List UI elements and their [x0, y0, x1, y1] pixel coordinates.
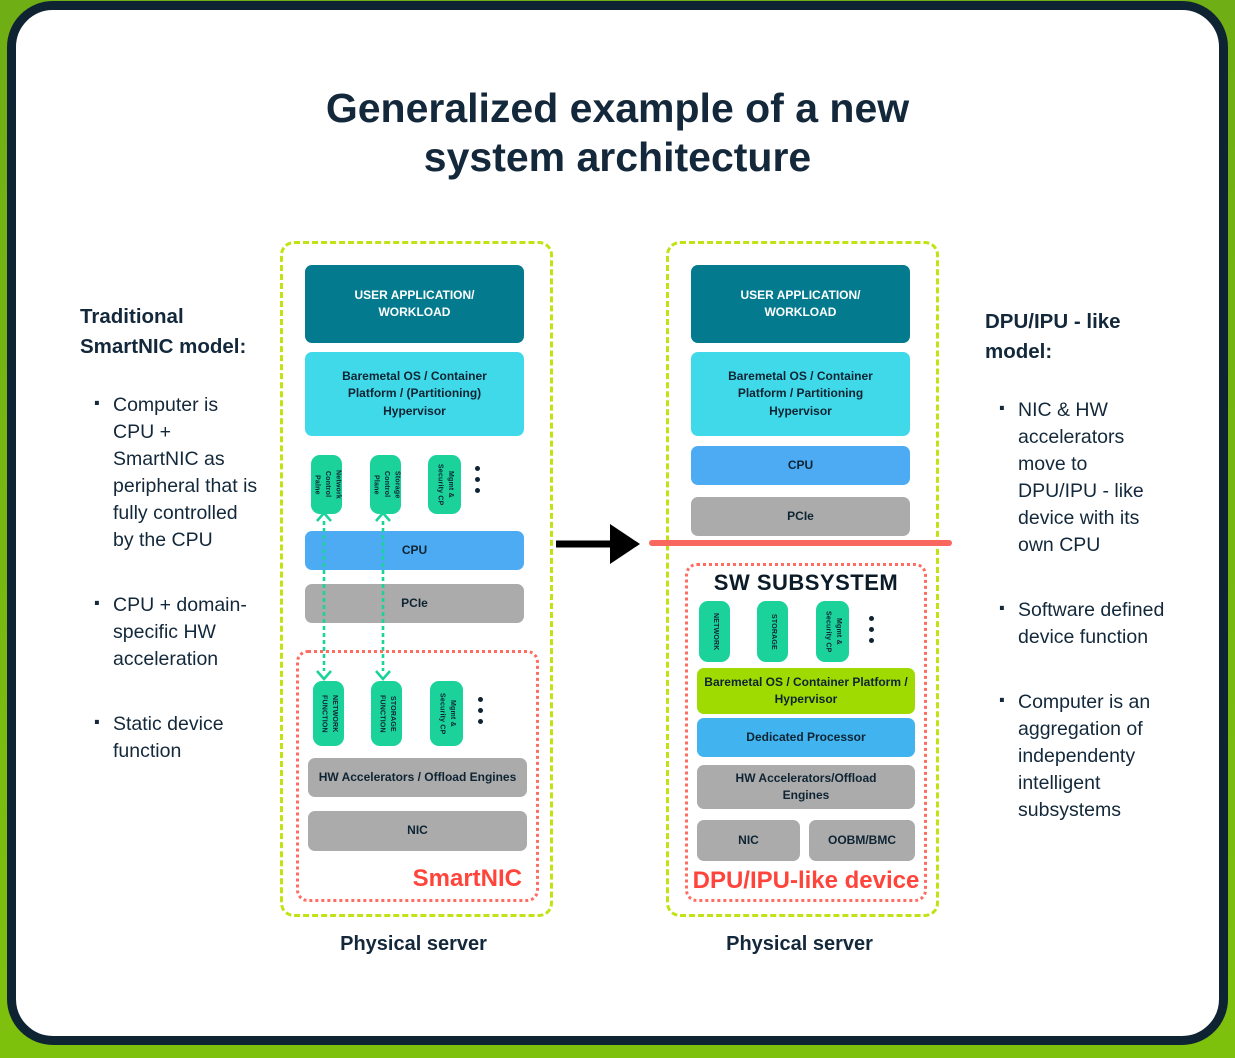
- storage-control-plane-label: Storage Control Plane: [372, 470, 401, 499]
- sw-subsystem-region: SW SUBSYSTEM NETWORK STORAGE Mgmt & Secu…: [685, 563, 927, 902]
- pcie-box: PCIe: [691, 497, 910, 536]
- dpu-region-label: DPU/IPU-like device: [692, 867, 920, 894]
- left-note-bullet-2: CPU + domain-specific HW acceleration: [93, 589, 258, 673]
- network-function-label: NETWORK FUNCTION: [320, 694, 339, 733]
- network-control-plane-box: Network Control Palne: [311, 455, 342, 514]
- left-physical-server-panel: USER APPLICATION/ WORKLOAD Baremetal OS …: [280, 241, 553, 917]
- right-note-bullet-3: Computer is an aggregation of independen…: [998, 686, 1167, 824]
- left-note-bullet-3: Static device function: [93, 708, 258, 765]
- nic-box: NIC: [308, 811, 527, 851]
- pcie-boundary-line: [649, 540, 952, 546]
- network-function-box: NETWORK FUNCTION: [313, 681, 344, 746]
- right-note-bullet-1: NIC & HW accelerators move to DPU/IPU - …: [998, 394, 1167, 559]
- smartnic-region-label: SmartNIC: [412, 865, 522, 892]
- hw-accelerators-box: HW Accelerators / Offload Engines: [308, 758, 527, 797]
- right-note-bullet-2: Software defined device function: [998, 594, 1167, 651]
- left-notes-list: Computer is CPU + SmartNIC as peripheral…: [80, 389, 258, 765]
- left-note-bullet-1: Computer is CPU + SmartNIC as peripheral…: [93, 389, 258, 554]
- vertical-ellipsis-icon: [475, 466, 480, 493]
- baremetal-os-box: Baremetal OS / Container Platform / (Par…: [305, 352, 524, 436]
- right-panel-caption: Physical server: [726, 933, 873, 955]
- network-plane-box: NETWORK: [699, 601, 730, 662]
- baremetal-os-box: Baremetal OS / Container Platform / Part…: [691, 352, 910, 436]
- bidirectional-dashed-arrow-icon: [375, 511, 391, 681]
- baremetal-hypervisor-box: Baremetal OS / Container Platform / Hype…: [697, 668, 915, 714]
- storage-function-label: STORAGE FUNCTION: [378, 694, 397, 733]
- right-notes-heading: DPU/IPU - like model:: [985, 310, 1121, 363]
- network-control-plane-label: Network Control Palne: [313, 469, 342, 500]
- bidirectional-dashed-arrow-icon: [316, 511, 332, 681]
- network-plane-label: NETWORK: [711, 612, 719, 651]
- mgmt-security-cp-label: Mgmt & Security CP: [438, 692, 457, 735]
- vertical-ellipsis-icon: [869, 616, 874, 643]
- dpu-ipu-notes: DPU/IPU - like model: NIC & HW accelerat…: [985, 307, 1167, 824]
- mgmt-security-cp-box: Mgmt & Security CP: [428, 455, 461, 514]
- oobm-bmc-box: OOBM/BMC: [809, 820, 915, 861]
- right-arrow-icon: [556, 524, 640, 564]
- storage-plane-label: STORAGE: [769, 613, 777, 650]
- cpu-box: CPU: [305, 531, 524, 570]
- cpu-box: CPU: [691, 446, 910, 485]
- user-application-box: USER APPLICATION/ WORKLOAD: [691, 265, 910, 343]
- mgmt-security-cp-box: Mgmt & Security CP: [430, 681, 463, 746]
- traditional-smartnic-notes: Traditional SmartNIC model: Computer is …: [80, 302, 258, 765]
- mgmt-security-cp-box: Mgmt & Security CP: [816, 601, 849, 662]
- right-notes-list: NIC & HW accelerators move to DPU/IPU - …: [985, 394, 1167, 824]
- nic-box: NIC: [697, 820, 800, 861]
- left-notes-heading: Traditional SmartNIC model:: [80, 305, 247, 358]
- sw-subsystem-title: SW SUBSYSTEM: [713, 570, 899, 595]
- mgmt-security-cp-label: Mgmt & Security CP: [824, 610, 843, 653]
- pcie-box: PCIe: [305, 584, 524, 623]
- hw-accelerators-box: HW Accelerators/Offload Engines: [697, 765, 915, 809]
- right-physical-server-panel: USER APPLICATION/ WORKLOAD Baremetal OS …: [666, 241, 939, 917]
- user-application-box: USER APPLICATION/ WORKLOAD: [305, 265, 524, 343]
- storage-plane-box: STORAGE: [757, 601, 788, 662]
- page-title: Generalized example of a new system arch…: [325, 85, 910, 181]
- storage-control-plane-box: Storage Control Plane: [370, 455, 401, 514]
- smartnic-region: NETWORK FUNCTION STORAGE FUNCTION Mgmt &…: [296, 650, 539, 902]
- dedicated-processor-box: Dedicated Processor: [697, 718, 915, 757]
- left-panel-caption: Physical server: [340, 933, 487, 955]
- mgmt-security-cp-label: Mgmt & Security CP: [436, 463, 455, 506]
- storage-function-box: STORAGE FUNCTION: [371, 681, 402, 746]
- vertical-ellipsis-icon: [478, 697, 483, 724]
